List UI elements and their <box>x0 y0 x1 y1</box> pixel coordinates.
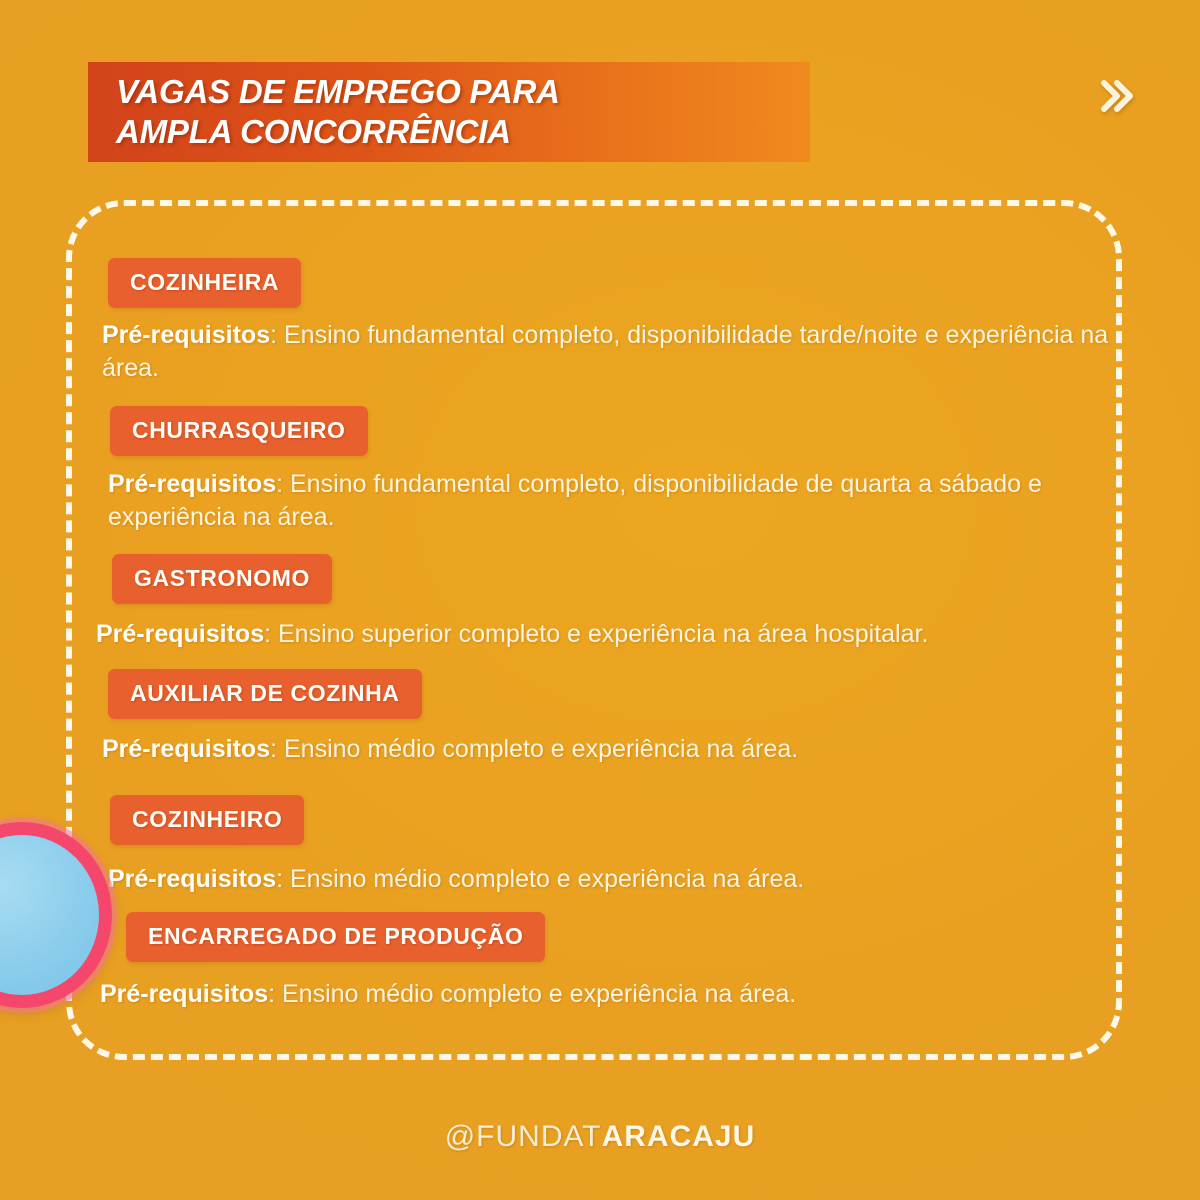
title-line-1: VAGAS DE EMPREGO PARA <box>116 72 560 110</box>
requirements-text: : Ensino médio completo e experiência na… <box>268 979 797 1008</box>
requirements-label: Pré-requisitos <box>108 469 277 498</box>
requirements-text: : Ensino médio completo e experiência na… <box>276 864 805 893</box>
job-title-tag[interactable]: COZINHEIRA <box>108 258 302 308</box>
job-title-tag[interactable]: AUXILIAR DE COZINHA <box>108 669 422 720</box>
requirements-text: : Ensino fundamental completo, disponibi… <box>102 321 1109 383</box>
title-line-2: AMPLA CONCORRÊNCIA <box>116 113 511 150</box>
requirements-text: : Ensino superior completo e experiência… <box>264 620 929 648</box>
job-requirements: Pré-requisitos: Ensino médio completo e … <box>102 733 1126 766</box>
job-title-tag[interactable]: ENCARREGADO DE PRODUÇÃO <box>126 911 546 962</box>
requirements-label: Pré-requisitos <box>96 620 265 648</box>
handle-bold: ARACAJU <box>601 1120 756 1153</box>
job-title-tag[interactable]: GASTRONOMO <box>112 554 332 604</box>
footer-handle: @FUNDATARACAJU <box>0 1120 1200 1154</box>
job-requirements: Pré-requisitos: Ensino fundamental compl… <box>108 468 1126 535</box>
job-item: AUXILIAR DE COZINHA Pré-requisitos: Ensi… <box>102 669 1126 766</box>
requirements-label: Pré-requisitos <box>102 735 271 764</box>
job-requirements: Pré-requisitos: Ensino superior completo… <box>96 618 1126 651</box>
job-item: ENCARREGADO DE PRODUÇÃO Pré-requisitos: … <box>100 911 1126 1011</box>
job-item: GASTRONOMO Pré-requisitos: Ensino superi… <box>96 554 1126 651</box>
job-requirements: Pré-requisitos: Ensino médio completo e … <box>100 978 1126 1011</box>
dashed-content-panel <box>66 200 1122 1060</box>
handle-prefix: @FUNDAT <box>444 1120 602 1153</box>
job-requirements: Pré-requisitos: Ensino médio completo e … <box>108 863 1126 896</box>
requirements-text: : Ensino médio completo e experiência na… <box>270 735 799 764</box>
double-chevron-right-icon[interactable] <box>1090 70 1142 122</box>
job-list: COZINHEIRA Pré-requisitos: Ensino fundam… <box>96 258 1126 1011</box>
requirements-text: : Ensino fundamental completo, disponibi… <box>108 469 1042 531</box>
job-item: COZINHEIRO Pré-requisitos: Ensino médio … <box>108 794 1126 896</box>
requirements-label: Pré-requisitos <box>108 864 277 893</box>
job-title-tag[interactable]: COZINHEIRO <box>110 794 305 845</box>
title-banner: VAGAS DE EMPREGO PARA AMPLA CONCORRÊNCIA <box>88 62 810 162</box>
requirements-label: Pré-requisitos <box>100 979 269 1008</box>
job-item: COZINHEIRA Pré-requisitos: Ensino fundam… <box>102 258 1126 386</box>
job-title-tag[interactable]: CHURRASQUEIRO <box>110 405 368 456</box>
job-requirements: Pré-requisitos: Ensino fundamental compl… <box>102 319 1126 386</box>
requirements-label: Pré-requisitos <box>102 321 271 349</box>
job-item: CHURRASQUEIRO Pré-requisitos: Ensino fun… <box>108 405 1126 535</box>
